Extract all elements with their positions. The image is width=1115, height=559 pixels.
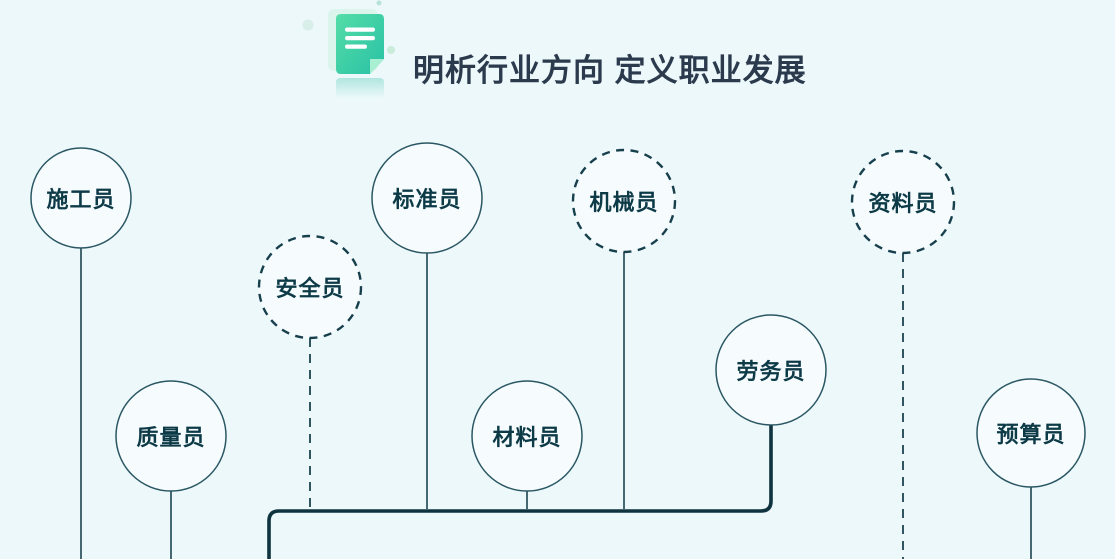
node-construction [30, 147, 132, 249]
page-title: 明析行业方向 定义职业发展 [413, 52, 807, 88]
node-labor [715, 314, 827, 426]
node-documentation [850, 149, 956, 255]
header: 明析行业方向 定义职业发展 [0, 0, 1115, 100]
node-label-safety: 安全员 [275, 276, 345, 301]
decor-dot-top [376, 0, 382, 6]
node-safety [257, 234, 363, 340]
decor-dot-left [302, 19, 314, 31]
document-icon [302, 0, 395, 98]
node-budget [976, 378, 1086, 488]
document-line-3 [345, 44, 367, 49]
node-label-quality: 质量员 [136, 425, 206, 450]
node-label-materials: 材料员 [492, 425, 562, 450]
node-label-standards: 标准员 [392, 187, 462, 212]
connector-labor-trunk [267, 425, 773, 559]
node-label-labor: 劳务员 [736, 359, 806, 384]
node-label-construction: 施工员 [46, 187, 116, 212]
node-label-budget: 预算员 [996, 422, 1066, 447]
node-standards [371, 142, 483, 254]
document-fold [370, 59, 384, 74]
node-label-machinery: 机械员 [589, 190, 659, 215]
node-machinery [571, 148, 677, 254]
document-reflection [336, 78, 384, 98]
node-materials [471, 380, 583, 492]
document-line-1 [345, 27, 375, 32]
document-line-2 [345, 36, 375, 41]
node-label-documentation: 资料员 [868, 191, 938, 216]
decor-dot-right [387, 46, 395, 54]
node-quality [115, 380, 227, 492]
